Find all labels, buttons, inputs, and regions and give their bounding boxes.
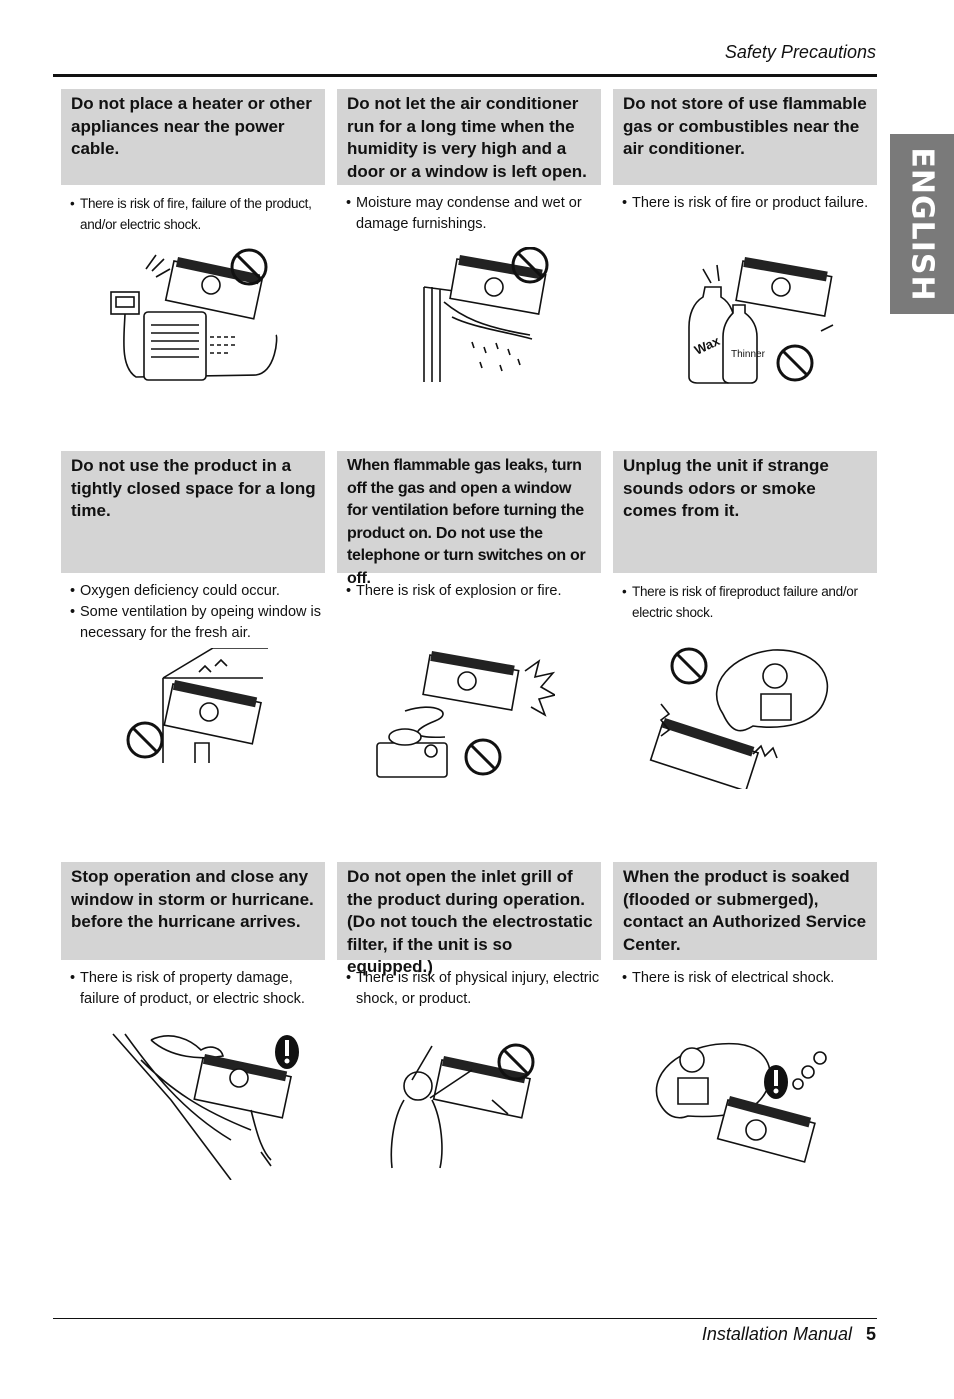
- header-rule: [53, 74, 877, 77]
- card-title: Do not use the product in a tightly clos…: [61, 451, 325, 573]
- card-title: Do not let the air conditioner run for a…: [337, 89, 601, 185]
- card-title: When flammable gas leaks, turn off the g…: [337, 451, 601, 587]
- card-bullets: There is risk of explosion or fire.: [337, 581, 601, 602]
- footer-rule: [53, 1318, 877, 1319]
- flammables-illustration: Wax Thinner: [688, 257, 834, 384]
- list-item: There is risk of electrical shock.: [622, 968, 877, 989]
- manual-title: Installation Manual: [701, 1324, 852, 1344]
- card-bullets: There is risk of fire, failure of the pr…: [61, 193, 325, 235]
- card-flammable-storage: Do not store of use flammable gas or com…: [613, 89, 877, 384]
- page-footer: Installation Manual 5: [702, 1324, 876, 1345]
- card-soaked: When the product is soaked (flooded or s…: [613, 862, 877, 1163]
- inlet-grill-illustration: [390, 1043, 535, 1169]
- heater-illustration: [110, 248, 278, 381]
- card-inlet-grill: Do not open the inlet grill of the produ…: [337, 862, 601, 1169]
- language-tab: ENGLISH: [890, 134, 954, 314]
- gas-leak-illustration: [376, 651, 555, 778]
- page-section-title: Safety Precautions: [724, 42, 876, 62]
- card-title: Do not open the inlet grill of the produ…: [337, 862, 601, 976]
- list-item: There is risk of fire, failure of the pr…: [70, 193, 325, 235]
- list-item: Moisture may condense and wet or damage …: [346, 193, 601, 235]
- card-title: Unplug the unit if strange sounds odors …: [613, 451, 877, 573]
- card-unplug: Unplug the unit if strange sounds odors …: [613, 451, 877, 789]
- list-item: There is risk of physical injury, electr…: [346, 968, 601, 1010]
- card-heater: Do not place a heater or other appliance…: [61, 89, 325, 381]
- card-bullets: Oxygen deficiency could occur. Some vent…: [61, 581, 325, 644]
- storm-illustration: [112, 1033, 299, 1180]
- card-bullets: There is risk of property damage, failur…: [61, 968, 325, 1010]
- card-title: Stop operation and close any window in s…: [61, 862, 325, 960]
- card-storm: Stop operation and close any window in s…: [61, 862, 325, 1180]
- list-item: Oxygen deficiency could occur.: [70, 581, 325, 602]
- humidity-illustration: [423, 247, 549, 382]
- card-closed-space: Do not use the product in a tightly clos…: [61, 451, 325, 763]
- card-gas-leak: When flammable gas leaks, turn off the g…: [337, 451, 601, 778]
- card-bullets: There is risk of fireproduct failure and…: [613, 581, 877, 623]
- list-item: There is risk of property damage, failur…: [70, 968, 325, 1010]
- closed-space-illustration: [126, 648, 268, 763]
- list-item: There is risk of fire or product failure…: [622, 193, 877, 214]
- list-item: There is risk of explosion or fire.: [346, 581, 601, 602]
- list-item: Some ventilation by opeing window is nec…: [70, 602, 325, 644]
- language-tab-label: ENGLISH: [904, 146, 940, 302]
- card-bullets: There is risk of physical injury, electr…: [337, 968, 601, 1010]
- card-bullets: There is risk of electrical shock.: [613, 968, 877, 989]
- card-humidity: Do not let the air conditioner run for a…: [337, 89, 601, 382]
- card-title: Do not store of use flammable gas or com…: [613, 89, 877, 185]
- list-item: There is risk of fireproduct failure and…: [622, 581, 877, 623]
- unplug-illustration: [649, 647, 829, 789]
- card-bullets: Moisture may condense and wet or damage …: [337, 193, 601, 235]
- soaked-illustration: [655, 1042, 827, 1163]
- thinner-label: Thinner: [731, 349, 766, 360]
- page-number: 5: [865, 1324, 876, 1344]
- card-bullets: There is risk of fire or product failure…: [613, 193, 877, 214]
- card-title: Do not place a heater or other appliance…: [61, 89, 325, 185]
- card-title: When the product is soaked (flooded or s…: [613, 862, 877, 960]
